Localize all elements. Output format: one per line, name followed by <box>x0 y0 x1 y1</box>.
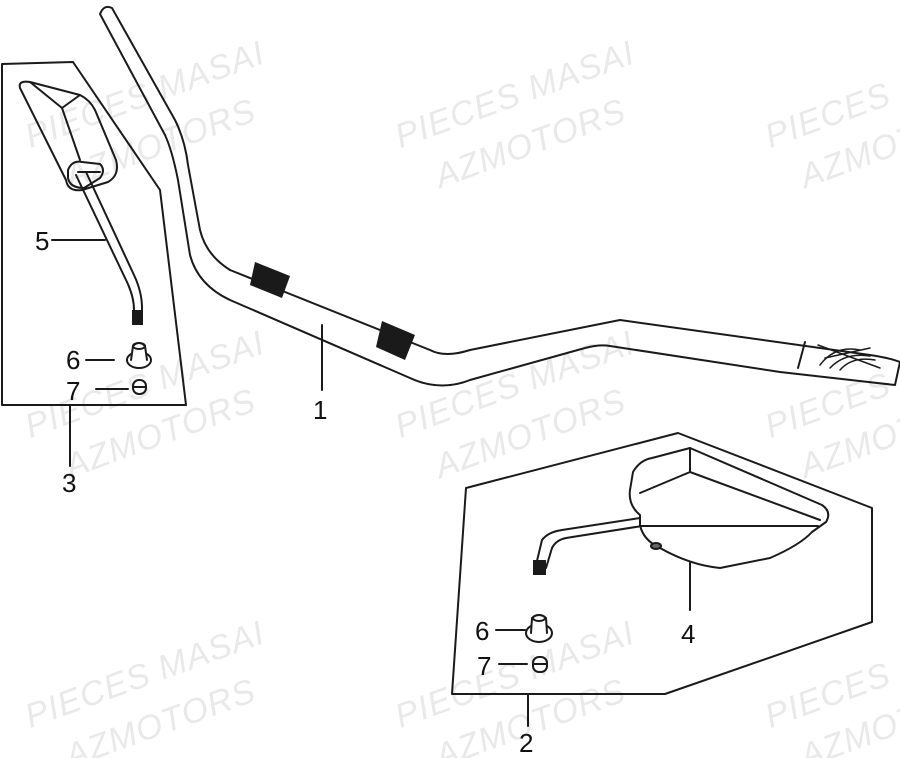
callout-6-left: 6 <box>66 345 81 375</box>
handlebar <box>99 5 900 391</box>
callout-6-right: 6 <box>475 616 490 646</box>
nut-icon <box>85 342 152 369</box>
callout-3: 3 <box>62 468 77 498</box>
callout-2: 2 <box>519 728 534 758</box>
nut-icon <box>95 379 147 395</box>
callout-7-left: 7 <box>66 376 81 406</box>
callout-7-right: 7 <box>477 651 492 681</box>
left-assembly-outline <box>1 61 187 467</box>
left-mirror <box>18 80 143 325</box>
nut-icon <box>498 656 548 673</box>
right-assembly-outline <box>451 432 873 727</box>
callout-1: 1 <box>313 395 328 425</box>
nut-icon <box>495 614 553 643</box>
callout-5: 5 <box>35 226 50 256</box>
right-mirror <box>533 447 830 611</box>
callout-4: 4 <box>681 619 696 649</box>
